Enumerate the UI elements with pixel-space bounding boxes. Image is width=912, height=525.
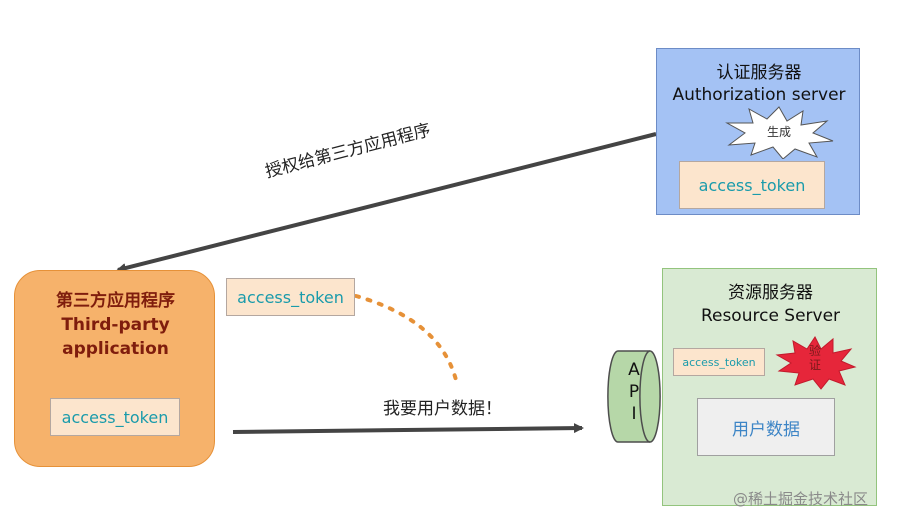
api-letter-a: A bbox=[628, 360, 640, 380]
floating-access-token: access_token bbox=[226, 278, 355, 316]
auth-access-token: access_token bbox=[679, 161, 825, 209]
resource-title-en: Resource Server bbox=[700, 306, 841, 326]
resource-server: 资源服务器 Resource Server access_token 验证 用户… bbox=[662, 268, 877, 506]
user-data: 用户数据 bbox=[697, 398, 835, 456]
verify-starburst-icon bbox=[775, 336, 857, 390]
app-title-en-line1: Third-party bbox=[61, 315, 170, 335]
request-arrow bbox=[232, 423, 584, 434]
api-letters: A P I bbox=[606, 359, 662, 425]
verify-label: 验证 bbox=[808, 344, 821, 372]
watermark: @稀土掘金技术社区 bbox=[733, 490, 869, 508]
api-letter-p: P bbox=[628, 382, 640, 402]
third-party-app: 第三方应用程序 Third-party application access_t… bbox=[14, 270, 215, 467]
request-label: 我要用户数据！ bbox=[383, 399, 502, 419]
generate-label: 生成 bbox=[766, 125, 791, 139]
auth-title-en: Authorization server bbox=[672, 85, 846, 105]
authorization-server: 认证服务器 Authorization server 生成 access_tok… bbox=[656, 48, 860, 215]
api-endpoint: A P I bbox=[606, 349, 662, 444]
dotted-connector bbox=[354, 294, 458, 382]
app-title-en-line2: application bbox=[62, 339, 169, 359]
app-access-token: access_token bbox=[50, 398, 180, 436]
resource-access-token: access_token bbox=[673, 348, 765, 376]
api-cylinder-icon bbox=[607, 350, 661, 443]
generate-starburst-icon bbox=[725, 106, 834, 159]
grant-arrow bbox=[116, 132, 657, 273]
resource-title-cn: 资源服务器 bbox=[728, 283, 813, 303]
auth-title-cn: 认证服务器 bbox=[716, 63, 802, 83]
app-title-cn: 第三方应用程序 bbox=[56, 291, 175, 311]
api-letter-i: I bbox=[631, 404, 637, 424]
